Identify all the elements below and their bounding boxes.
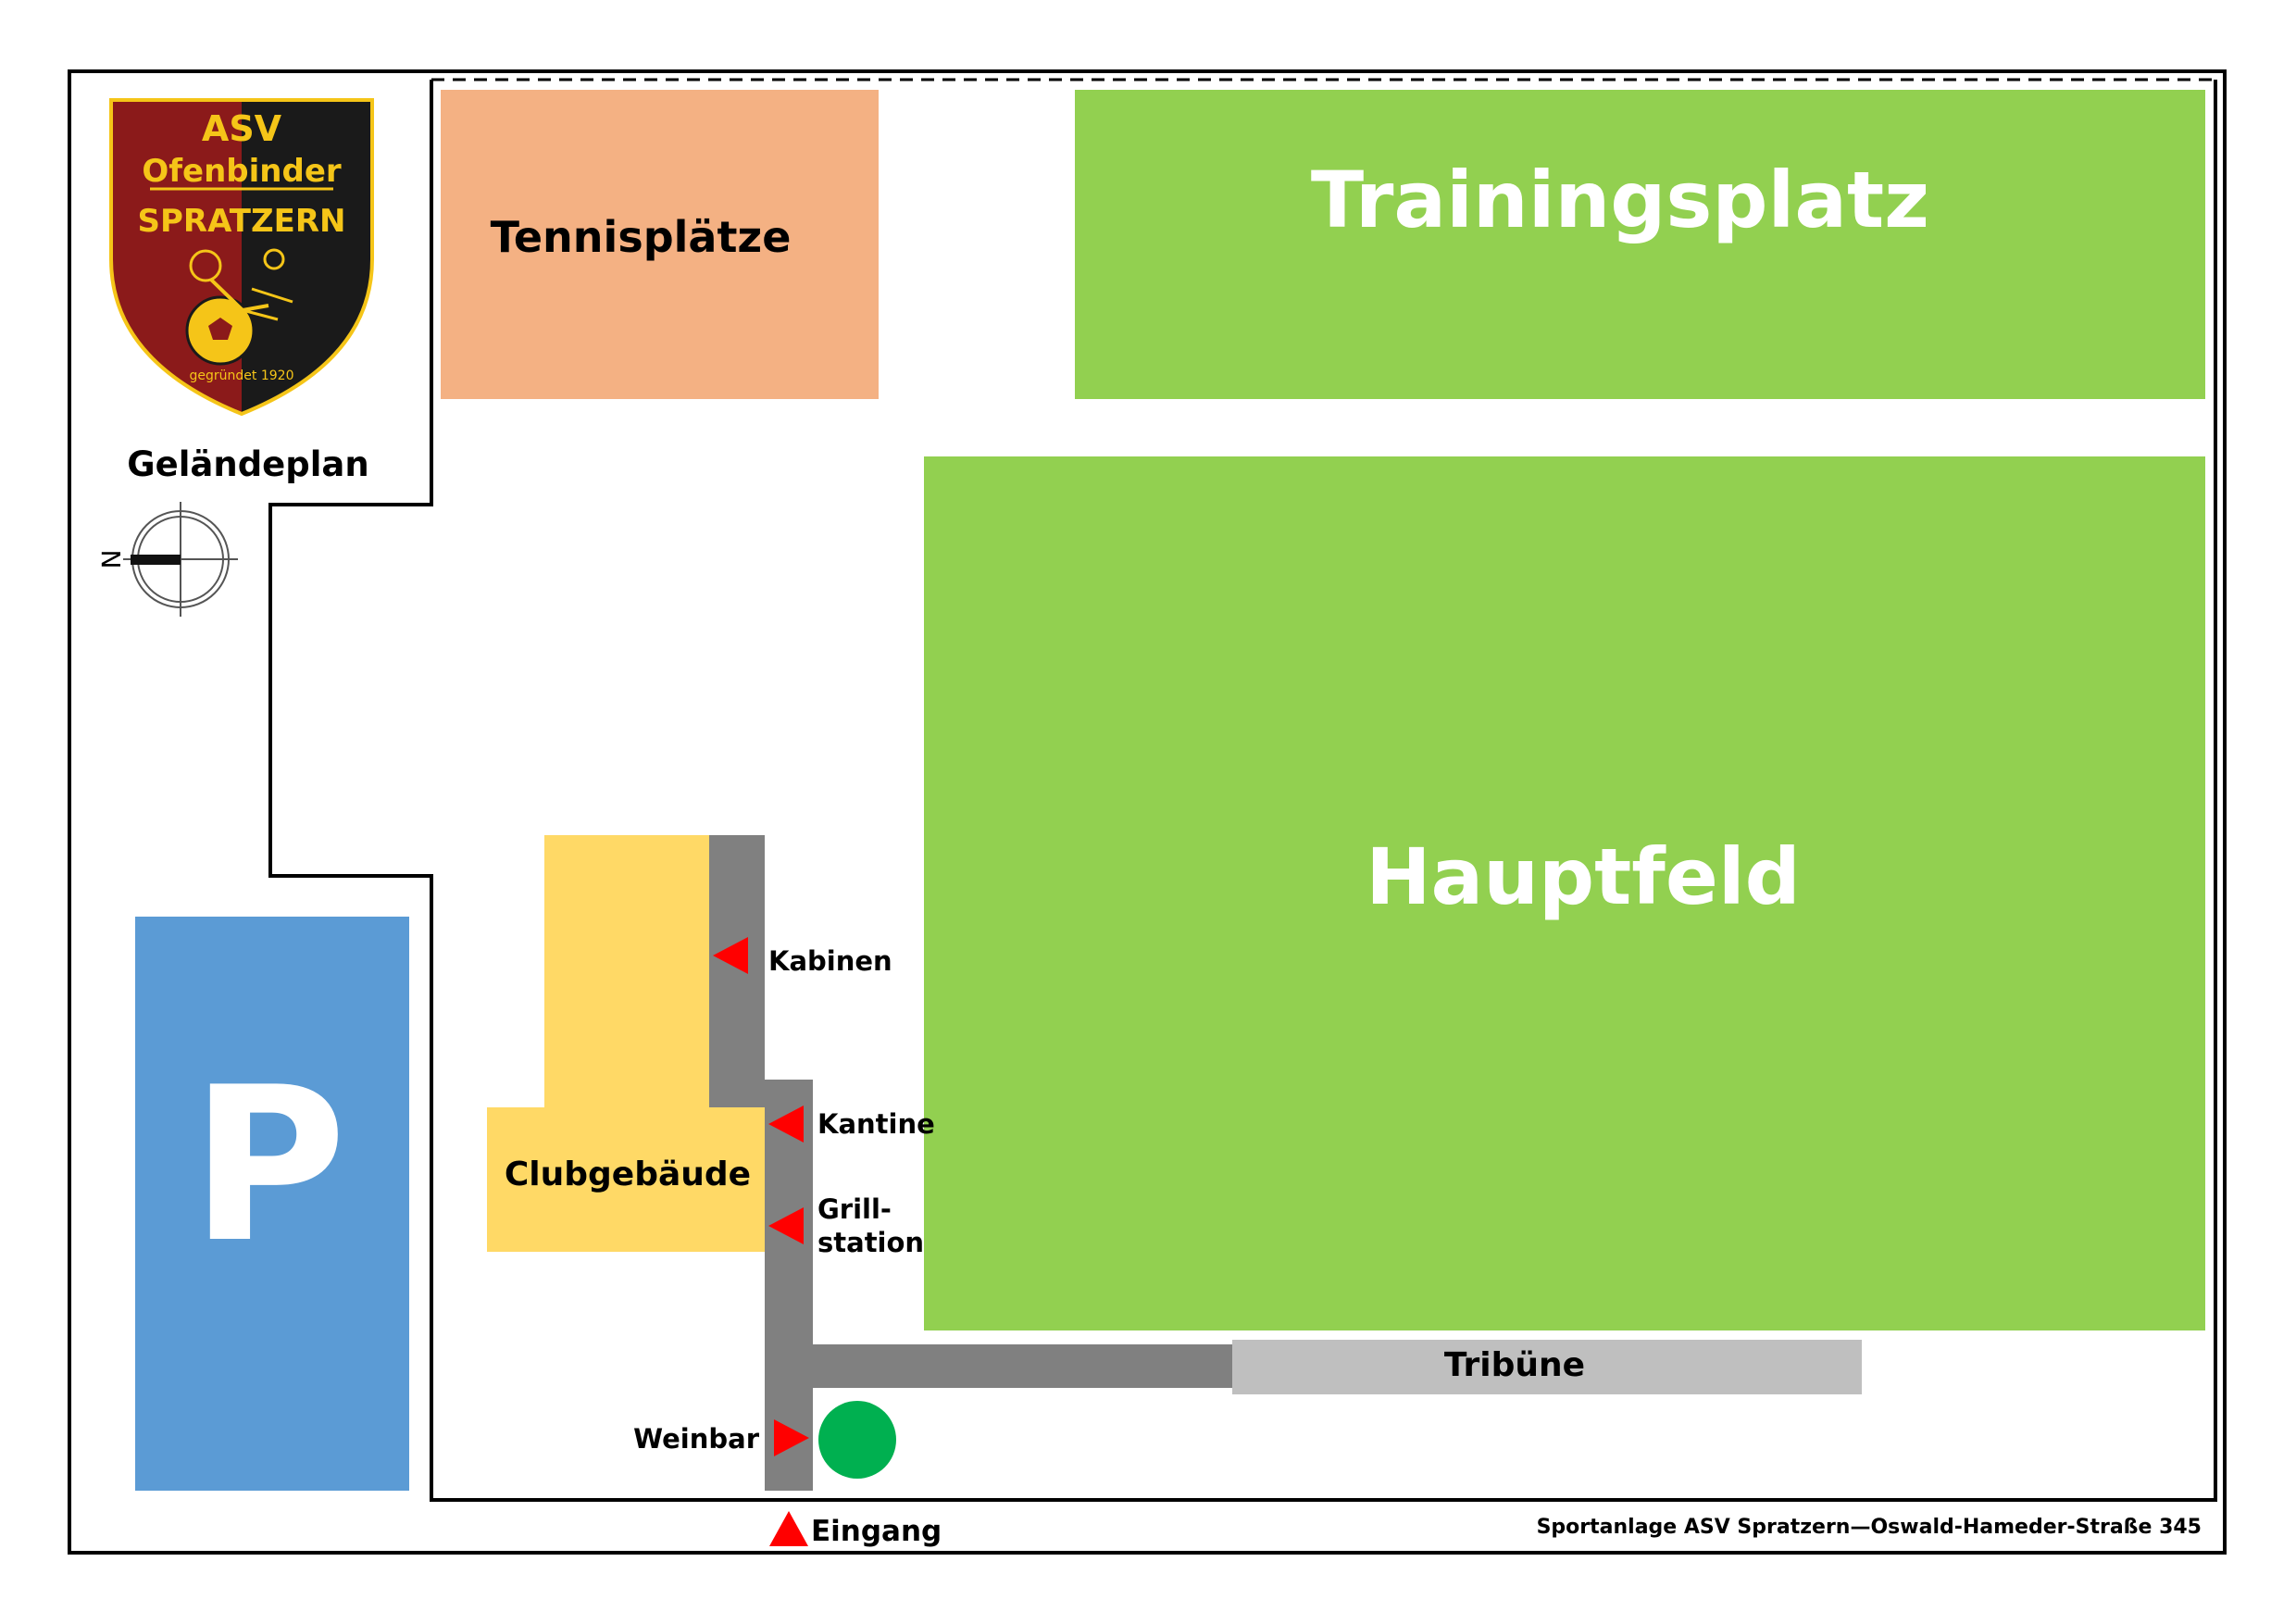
- walkway: [709, 835, 1232, 1491]
- crest-line-1: ASV: [202, 108, 282, 149]
- crest-founded: gegründet 1920: [190, 369, 294, 383]
- crest-line-3: SPRATZERN: [138, 203, 346, 240]
- main-field-area: [924, 456, 2205, 1330]
- parking-label: P: [191, 1043, 347, 1290]
- tennis-courts-label: Tennisplätze: [491, 212, 792, 262]
- grandstand-area: [1232, 1340, 1862, 1394]
- grill-label-line-1: Grill-: [817, 1193, 892, 1225]
- cabins-marker-icon: [713, 937, 748, 974]
- tennis-courts-area: [441, 90, 879, 399]
- grill-label-line-2: station: [817, 1227, 924, 1258]
- main-field-label: Hauptfeld: [1366, 831, 1801, 922]
- green-dot-icon: [818, 1401, 896, 1479]
- training-field-area: [1075, 90, 2205, 399]
- compass-north-label: N: [95, 550, 126, 569]
- club-building-label: Clubgebäude: [505, 1156, 751, 1193]
- footer-address: Sportanlage ASV Spratzern—Oswald-Hameder…: [1537, 1516, 2202, 1539]
- canteen-marker-icon: [768, 1106, 804, 1143]
- canteen-label: Kantine: [817, 1108, 935, 1140]
- property-boundary: [268, 80, 2217, 1502]
- grill-marker-icon: [768, 1207, 804, 1244]
- entrance-label: Eingang: [811, 1515, 942, 1548]
- compass-icon: N: [95, 502, 238, 617]
- entrance-marker-icon: [769, 1511, 808, 1546]
- club-crest-icon: ASV Ofenbinder SPRATZERN gegründet 1920: [109, 98, 374, 417]
- cabins-label: Kabinen: [768, 945, 892, 977]
- club-building-area: [487, 835, 765, 1252]
- wine-bar-label: Weinbar: [633, 1423, 760, 1455]
- grandstand-label: Tribüne: [1444, 1346, 1585, 1384]
- wine-bar-marker-icon: [774, 1419, 809, 1456]
- crest-line-2: Ofenbinder: [142, 153, 342, 190]
- plan-title: Geländeplan: [127, 444, 369, 484]
- training-field-label: Trainingsplatz: [1311, 155, 1929, 245]
- parking-area: [135, 917, 409, 1491]
